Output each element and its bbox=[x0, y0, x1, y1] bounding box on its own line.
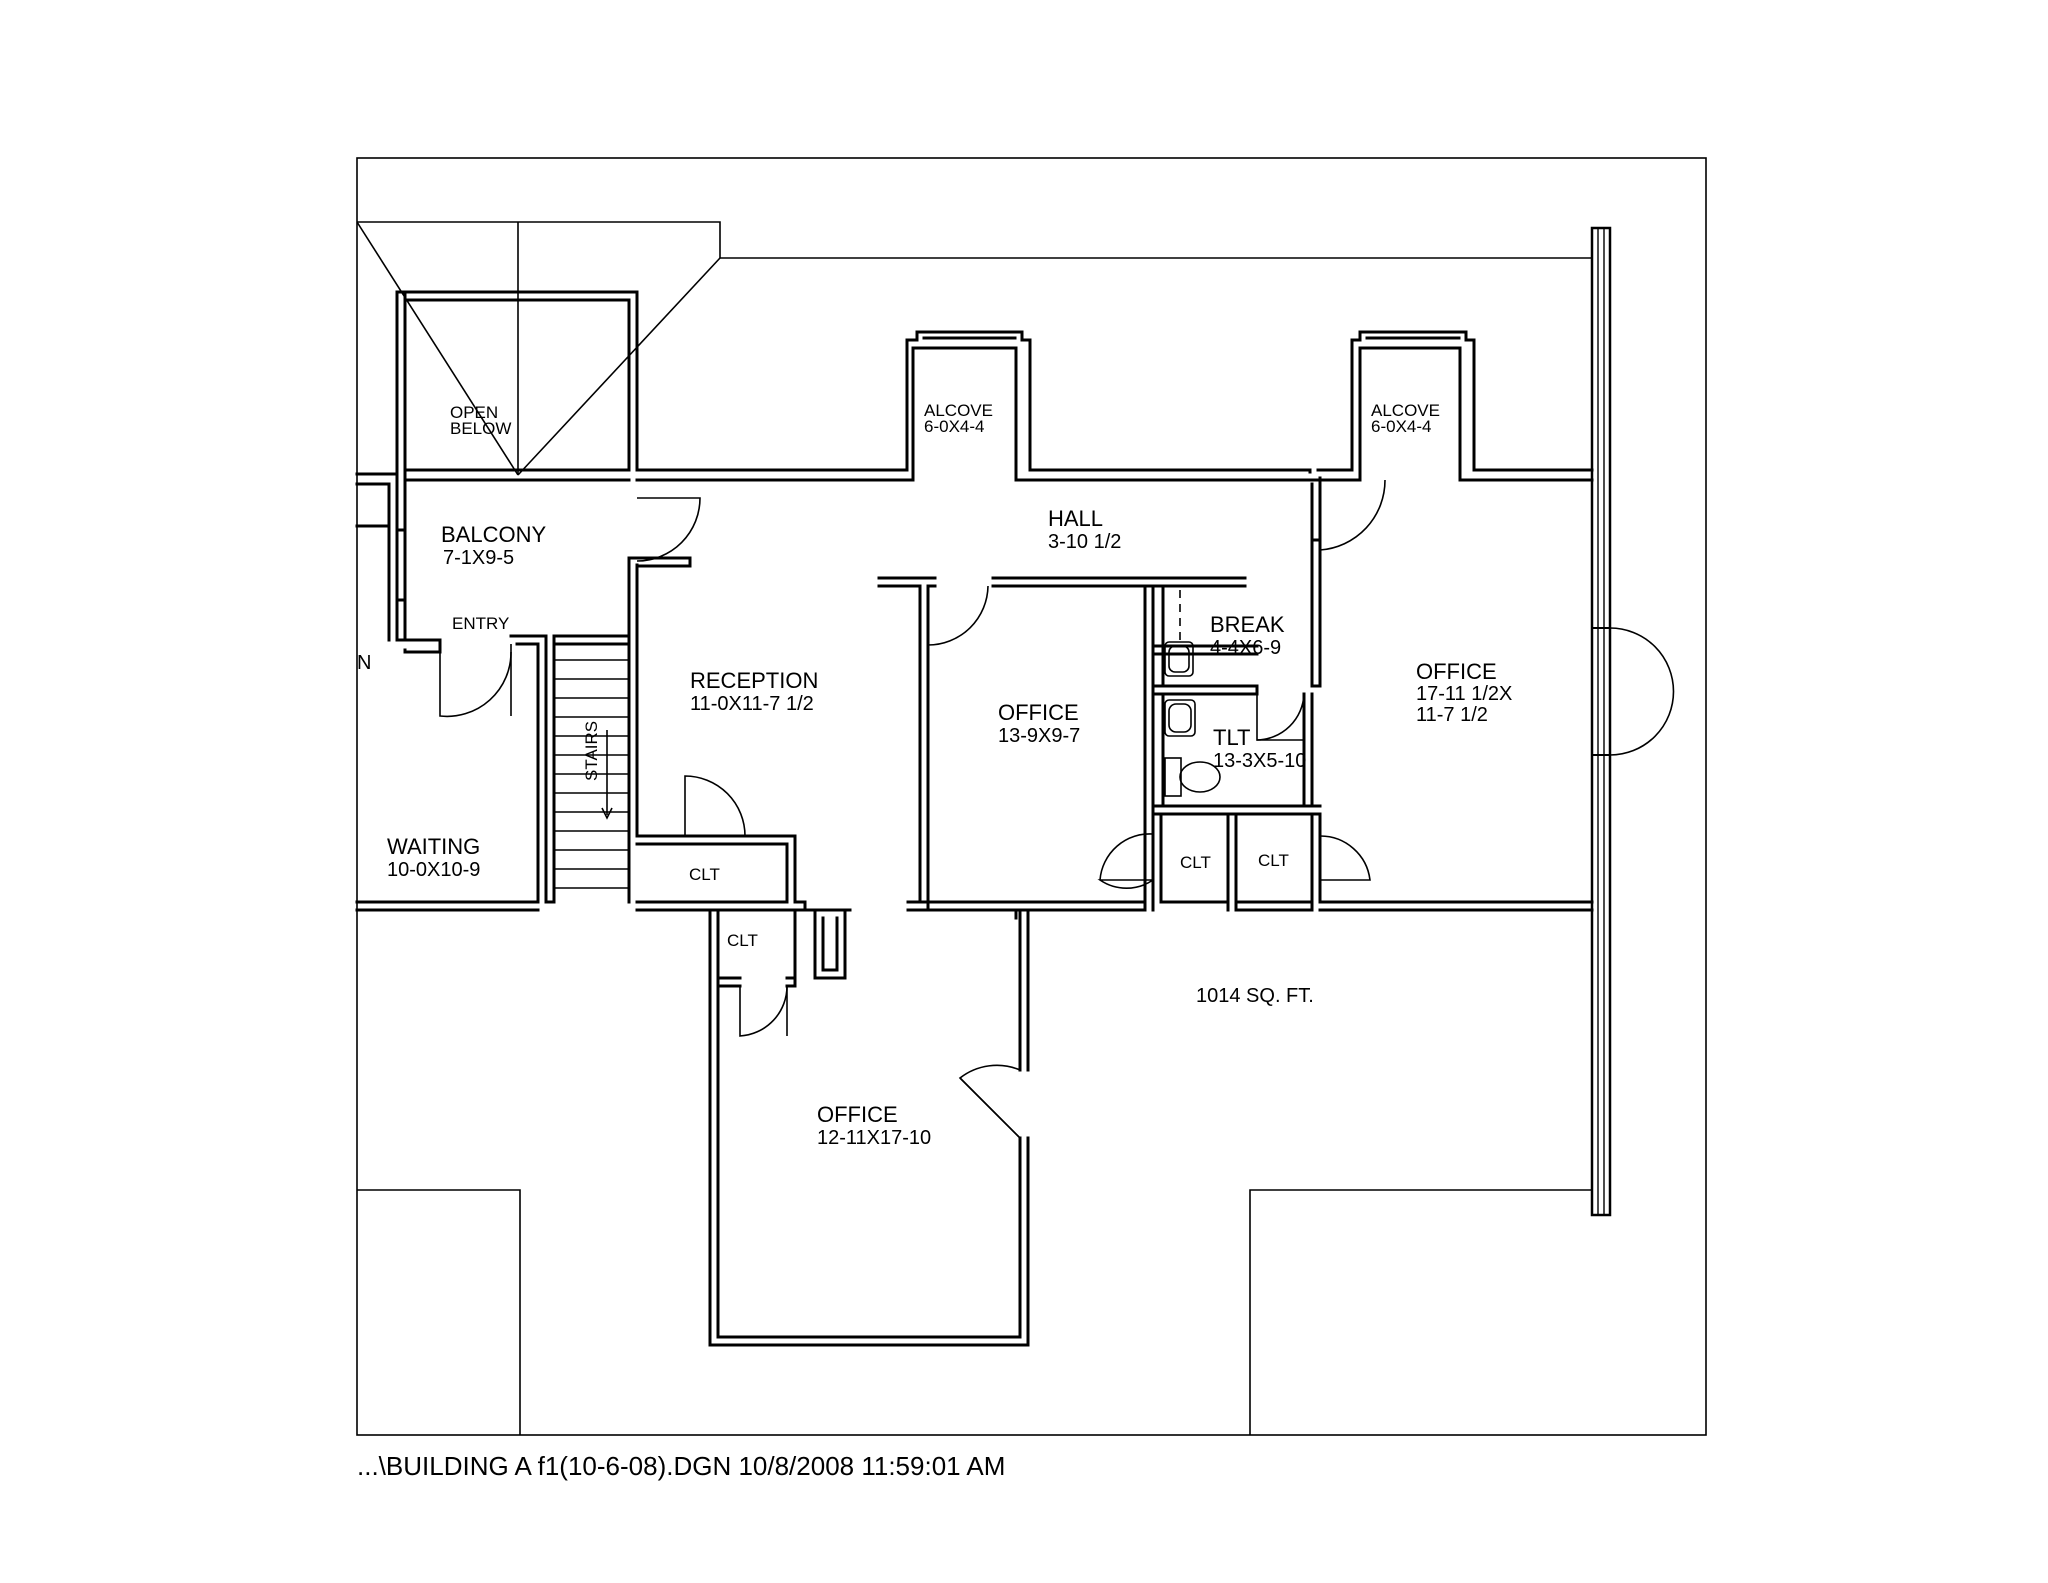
label-waiting: WAITING bbox=[387, 834, 480, 859]
label-below: BELOW bbox=[450, 419, 511, 438]
plumbing-fixtures bbox=[1164, 590, 1221, 797]
label-reception: RECEPTION bbox=[690, 668, 818, 693]
label-tlt-size: 13-3X5-10 bbox=[1213, 750, 1306, 772]
room-labels: OPEN BELOW BALCONY 7-1X9-5 ENTRY STAIRS … bbox=[357, 401, 1512, 1149]
left-walls bbox=[355, 472, 442, 654]
roof-lines bbox=[356, 221, 1596, 1435]
label-office-lower: OFFICE bbox=[817, 1102, 898, 1127]
label-entry: ENTRY bbox=[452, 614, 509, 633]
label-break-size: 4-4X6-9 bbox=[1210, 637, 1281, 659]
hall-north-wall bbox=[635, 330, 1594, 482]
label-tlt: TLT bbox=[1213, 725, 1250, 750]
label-office-center-size: 13-9X9-7 bbox=[998, 725, 1080, 747]
label-alcove-right-size: 6-0X4-4 bbox=[1371, 417, 1431, 436]
label-office-lower-size: 12-11X17-10 bbox=[817, 1127, 931, 1149]
stair-treads bbox=[554, 659, 629, 889]
label-open: OPEN bbox=[450, 403, 498, 422]
label-office-right: OFFICE bbox=[1416, 659, 1497, 684]
label-waiting-size: 10-0X10-9 bbox=[387, 859, 480, 881]
label-office-right-size-1: 17-11 1/2X bbox=[1416, 683, 1512, 705]
label-alcove-left: ALCOVE bbox=[924, 401, 993, 420]
label-clt-lower: CLT bbox=[727, 931, 758, 950]
label-break: BREAK bbox=[1210, 612, 1285, 637]
label-balcony-size: 7-1X9-5 bbox=[443, 547, 514, 569]
label-clt-mid: CLT bbox=[1180, 853, 1211, 872]
label-hall-size: 3-10 1/2 bbox=[1048, 531, 1121, 553]
label-office-right-size-2: 11-7 1/2 bbox=[1416, 704, 1488, 726]
label-stairs: STAIRS bbox=[582, 721, 601, 781]
label-clt-reception: CLT bbox=[689, 865, 720, 884]
label-n: N bbox=[357, 652, 371, 674]
doors bbox=[439, 479, 1386, 1139]
reception-walls bbox=[509, 556, 692, 904]
label-alcove-left-size: 6-0X4-4 bbox=[924, 417, 984, 436]
label-clt-right: CLT bbox=[1258, 851, 1289, 870]
clt-boxes-center bbox=[1151, 812, 1594, 912]
label-office-center: OFFICE bbox=[998, 700, 1079, 725]
label-balcony: BALCONY bbox=[441, 522, 546, 547]
sheet-frame bbox=[356, 157, 1707, 1436]
right-exterior-wall bbox=[1590, 226, 1675, 1217]
label-hall: HALL bbox=[1048, 506, 1103, 531]
label-area: 1014 SQ. FT. bbox=[1196, 985, 1314, 1007]
footer-file-stamp: ...\BUILDING A f1(10-6-08).DGN 10/8/2008… bbox=[357, 1451, 1005, 1481]
lower-office-walls bbox=[708, 908, 1030, 1347]
label-alcove-right: ALCOVE bbox=[1371, 401, 1440, 420]
break-tlt-walls bbox=[1151, 538, 1322, 816]
open-below-walls bbox=[395, 290, 639, 642]
label-reception-size: 11-0X11-7 1/2 bbox=[690, 693, 814, 715]
